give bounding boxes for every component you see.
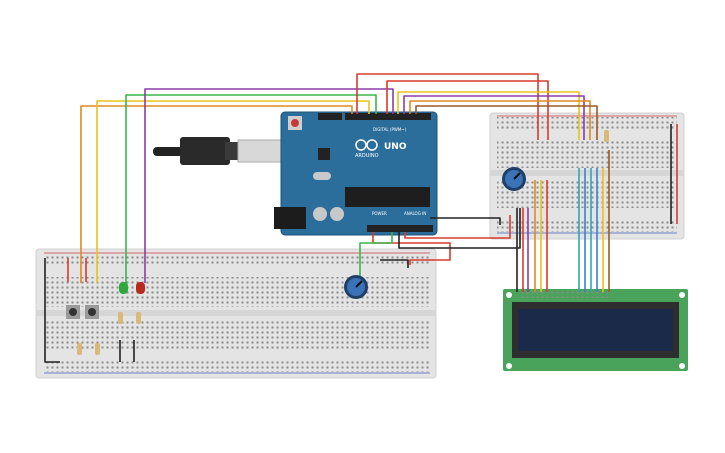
reset-button [291,119,299,127]
led-green [119,282,128,294]
power-label: POWER [372,211,387,216]
board-maker: ARDUINO [355,153,379,159]
lcd-display [503,289,688,371]
usb-cable [153,137,284,165]
analog-label: ANALOG IN [404,211,426,216]
lcd-screen [518,309,673,351]
main-breadboard [35,248,437,379]
board-brand: UNO [384,142,407,152]
resistors [77,130,609,355]
push-button-1 [66,305,80,319]
arduino-logo-icon [355,139,378,151]
potentiometer-small-breadboard [502,167,526,191]
wires [44,73,678,363]
small-breadboard [489,112,685,240]
push-button-2 [85,305,99,319]
digital-label: DIGITAL (PWM~) [373,127,407,132]
potentiometer-main-breadboard [344,275,368,299]
arduino-uno: UNO ARDUINO DIGITAL (PWM~) POWER ANALOG … [274,111,438,236]
atmega-chip [345,187,430,207]
led-red [136,282,145,294]
